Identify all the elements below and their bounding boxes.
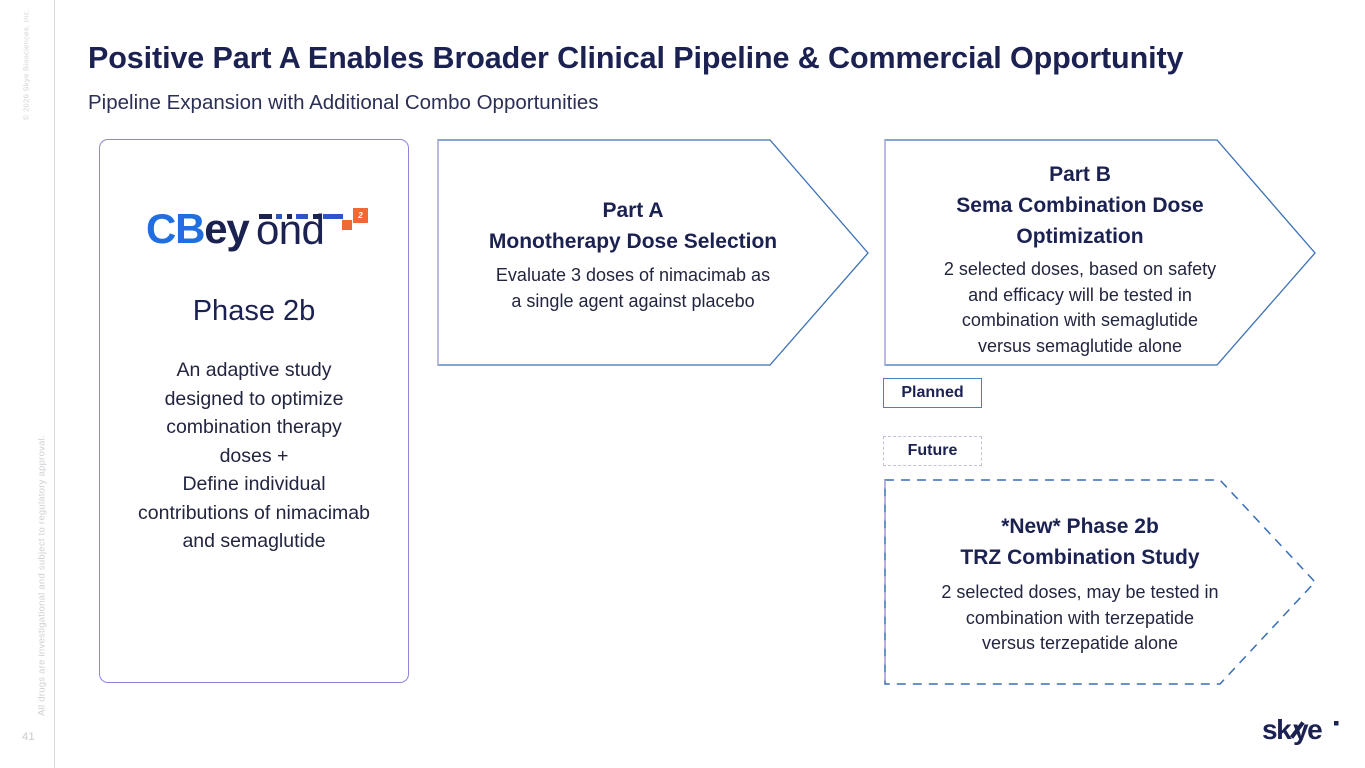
trz-heading-line: TRZ Combination Study bbox=[960, 546, 1200, 569]
part-a-arrow: Part A Monotherapy Dose Selection Evalua… bbox=[437, 139, 869, 366]
part-b-heading-line: Part B bbox=[1049, 163, 1111, 186]
copyright-text: © 2026 Skye Biosciences, Inc. bbox=[21, 8, 31, 121]
study-body-line: Define individual bbox=[182, 473, 326, 495]
trz-subtext-line: versus terzepatide alone bbox=[981, 633, 1179, 653]
part-b-subtext-line: 2 selected doses, based on safety bbox=[943, 259, 1217, 279]
part-b-heading-line: Optimization bbox=[1016, 225, 1144, 248]
phase-label: Phase 2b bbox=[192, 295, 316, 327]
skye-logo: sk ye bbox=[1262, 713, 1342, 747]
study-body-line: combination therapy bbox=[166, 416, 342, 438]
part-a-arrow-shape bbox=[437, 139, 869, 366]
part-a-subtext-line: Evaluate 3 doses of nimacimab as bbox=[495, 265, 771, 285]
cbeyond-logo-dashes bbox=[259, 214, 343, 220]
trz-combination-arrow-text: *New* Phase 2b TRZ Combination Study 2 s… bbox=[894, 511, 1266, 657]
part-a-heading-line: Part A bbox=[602, 199, 664, 222]
cbeyond-logo-ey: ey bbox=[204, 205, 250, 252]
skye-logo-mark: sk ye bbox=[1262, 714, 1339, 745]
study-overview-card: CBey ond 2 Phase 2b An adaptive study bbox=[99, 139, 409, 683]
cbeyond-logo-square-mark: 2 bbox=[342, 208, 368, 234]
part-a-heading: Part A Monotherapy Dose Selection bbox=[447, 195, 819, 257]
trz-subtext-line: 2 selected doses, may be tested in bbox=[941, 582, 1219, 602]
part-b-subtext-line: combination with semaglutide bbox=[961, 310, 1199, 330]
part-b-subtext-line: versus semaglutide alone bbox=[977, 335, 1183, 356]
part-a-subtext-line: a single agent against placebo bbox=[511, 290, 755, 311]
part-b-subtext-line: and efficacy will be tested in bbox=[968, 284, 1192, 305]
trz-heading: *New* Phase 2b TRZ Combination Study bbox=[894, 511, 1266, 573]
page-number: 41 bbox=[22, 731, 36, 743]
study-body-line: contributions of nimacimab bbox=[138, 501, 370, 524]
cbeyond-logo-superscript: 2 bbox=[358, 211, 363, 220]
part-a-subtext: Evaluate 3 doses of nimacimab as a singl… bbox=[447, 263, 819, 314]
part-b-arrow-text: Part B Sema Combination Dose Optimizatio… bbox=[894, 159, 1266, 359]
disclaimer-text: All drugs are investigational and subjec… bbox=[36, 435, 48, 716]
cbeyond-logo-wordmark: CBey bbox=[146, 205, 250, 252]
part-b-arrow-shape bbox=[884, 139, 1316, 366]
planned-badge-label: Planned bbox=[901, 384, 964, 401]
part-b-arrow: Part B Sema Combination Dose Optimizatio… bbox=[884, 139, 1316, 366]
trz-subtext-line: combination with terzepatide bbox=[965, 607, 1195, 628]
cbeyond-logo-cb: CB bbox=[146, 205, 205, 252]
planned-badge: Planned bbox=[883, 378, 982, 408]
trz-heading-line: *New* Phase 2b bbox=[1001, 515, 1159, 538]
study-body-line: An adaptive study bbox=[176, 359, 332, 381]
part-a-arrow-text: Part A Monotherapy Dose Selection Evalua… bbox=[447, 195, 819, 314]
study-body-line: designed to optimize bbox=[164, 387, 344, 410]
cbeyond-logo: CBey ond 2 bbox=[100, 205, 408, 264]
future-badge-label: Future bbox=[907, 442, 958, 459]
study-body-line: doses + bbox=[219, 444, 289, 467]
svg-text:sk: sk bbox=[1262, 714, 1292, 745]
study-body-line: and semaglutide bbox=[182, 530, 326, 552]
part-a-heading-line: Monotherapy Dose Selection bbox=[488, 230, 778, 253]
part-b-heading-line: Sema Combination Dose bbox=[956, 194, 1204, 217]
future-badge: Future bbox=[883, 436, 982, 466]
part-b-heading: Part B Sema Combination Dose Optimizatio… bbox=[894, 159, 1266, 252]
part-b-subtext: 2 selected doses, based on safety and ef… bbox=[894, 257, 1266, 359]
trz-subtext: 2 selected doses, may be tested in combi… bbox=[894, 580, 1266, 657]
rail-divider bbox=[54, 0, 55, 768]
page-title: Positive Part A Enables Broader Clinical… bbox=[88, 41, 1184, 75]
trz-combination-arrow: *New* Phase 2b TRZ Combination Study 2 s… bbox=[884, 479, 1317, 685]
page-subtitle: Pipeline Expansion with Additional Combo… bbox=[88, 91, 599, 114]
study-overview-body: An adaptive study designed to optimize c… bbox=[114, 356, 394, 556]
trz-combination-arrow-shape bbox=[884, 479, 1317, 685]
